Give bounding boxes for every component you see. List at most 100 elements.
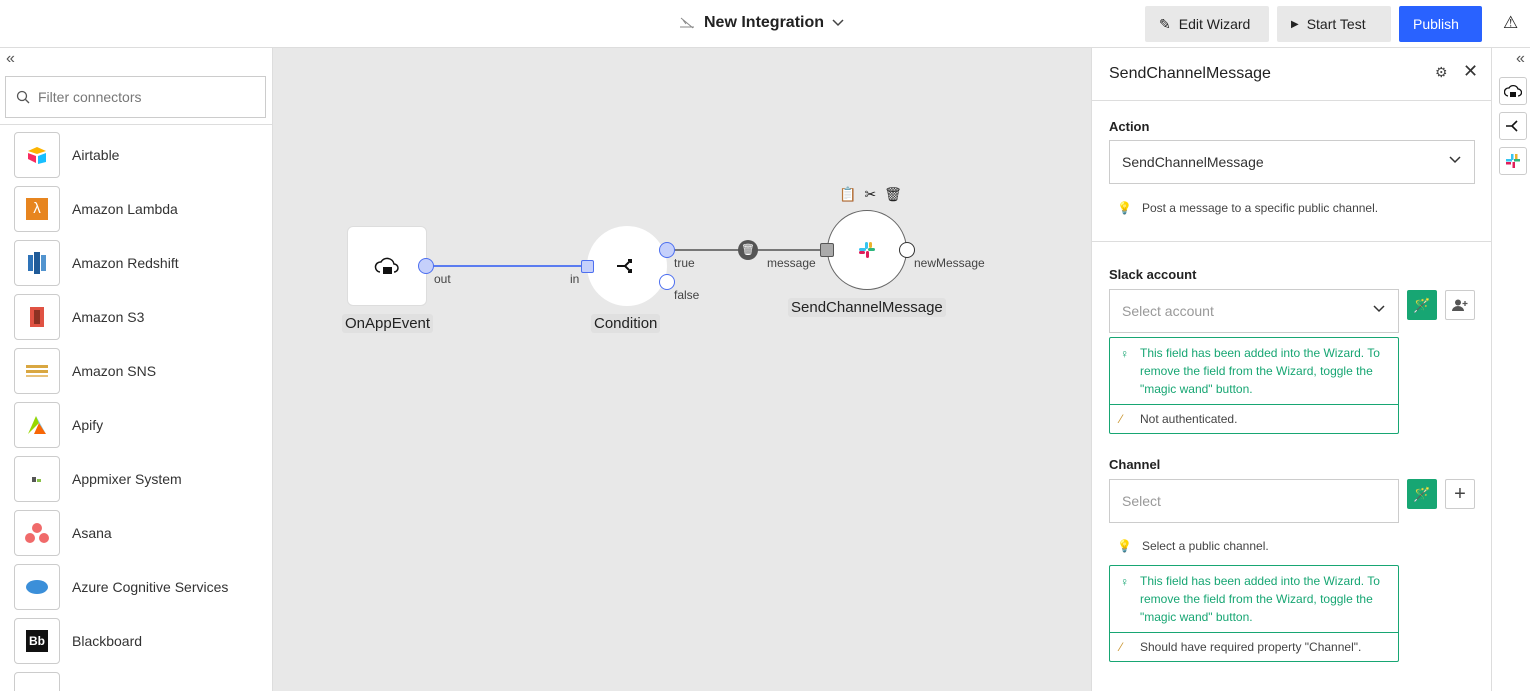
connections: [427, 249, 827, 267]
flow-canvas[interactable]: out OnAppEvent in true false Condition 🗑…: [273, 48, 1091, 691]
channel-hint: 💡 Select a public channel.: [1117, 539, 1269, 553]
port-false[interactable]: [659, 274, 675, 290]
magic-wand-icon: ⁄: [1120, 412, 1123, 426]
account-error-text: Not authenticated.: [1140, 412, 1238, 426]
collapse-sidebar-icon[interactable]: «: [6, 50, 15, 67]
slack-icon: [1506, 154, 1520, 168]
action-select[interactable]: SendChannelMessage: [1109, 140, 1475, 184]
warning-icon[interactable]: ⚠: [1503, 13, 1519, 32]
inspector-title: SendChannelMessage: [1109, 65, 1271, 82]
connector-azure-cognitive-services[interactable]: Azure Cognitive Services: [14, 564, 228, 610]
port-out[interactable]: [418, 258, 434, 274]
slack-account-select[interactable]: Select account: [1109, 289, 1399, 333]
inspector-panel: SendChannelMessage ⚙ ✕ Action SendChanne…: [1091, 48, 1492, 691]
branch-icon: [1506, 120, 1518, 132]
play-icon: ▶: [1291, 18, 1299, 30]
connector-partial[interactable]: [14, 672, 60, 691]
port-newmessage[interactable]: [899, 242, 915, 258]
connector-label: Amazon S3: [72, 309, 145, 325]
appmixer-icon: [14, 456, 60, 502]
lightbulb-icon: ♀: [1120, 575, 1129, 589]
port-in[interactable]: [581, 260, 594, 273]
rail-onappevent[interactable]: [1499, 77, 1527, 105]
lightbulb-icon: 💡: [1117, 539, 1132, 553]
channel-label: Channel: [1109, 457, 1161, 472]
publish-button[interactable]: Publish: [1399, 6, 1482, 42]
filter-connectors-input[interactable]: Filter connectors: [5, 76, 266, 118]
close-icon[interactable]: ✕: [1463, 61, 1479, 81]
cloud-mail-icon: [374, 257, 399, 274]
connector-label: Asana: [72, 525, 112, 541]
delete-link-icon[interactable]: 🗑: [738, 240, 758, 260]
filter-placeholder: Filter connectors: [38, 89, 142, 105]
magic-wand-icon: 🪄: [1413, 296, 1431, 313]
channel-select[interactable]: Select: [1109, 479, 1399, 523]
magic-wand-toggle-account[interactable]: 🪄: [1407, 290, 1437, 320]
divider: [1092, 100, 1492, 101]
port-label-out: out: [434, 272, 451, 286]
cloud-mail-icon: [1504, 84, 1522, 97]
connector-label: Amazon Lambda: [72, 201, 178, 217]
trash-icon[interactable]: 🗑: [884, 186, 902, 202]
add-account-button[interactable]: [1445, 290, 1475, 320]
rail-condition[interactable]: [1499, 112, 1527, 140]
action-hint-text: Post a message to a specific public chan…: [1141, 201, 1379, 215]
connector-amazon-s3[interactable]: Amazon S3: [14, 294, 144, 340]
search-icon: [16, 90, 30, 104]
right-rail: «: [1491, 48, 1530, 691]
lightbulb-icon: ♀: [1120, 347, 1129, 361]
magic-wand-toggle-channel[interactable]: 🪄: [1407, 479, 1437, 509]
connector-label: Airtable: [72, 147, 120, 163]
connector-label: Amazon Redshift: [72, 255, 179, 271]
connector-apify[interactable]: Apify: [14, 402, 103, 448]
node-label-sendchannelmessage: SendChannelMessage: [788, 298, 946, 317]
start-test-button[interactable]: ▶Start Test: [1277, 6, 1391, 42]
node-condition[interactable]: [587, 226, 667, 306]
lightbulb-icon: 💡: [1117, 201, 1132, 215]
node-label-condition: Condition: [591, 314, 661, 333]
port-message[interactable]: [820, 243, 834, 257]
port-true[interactable]: [659, 242, 675, 258]
chevron-down-icon: [1373, 305, 1385, 313]
node-toolbar: 📋 ✂ 🗑: [839, 186, 902, 203]
port-label-message: message: [767, 256, 816, 270]
chevron-down-icon: [832, 19, 844, 27]
aws-redshift-icon: [14, 240, 60, 286]
magic-wand-icon: 🪄: [1413, 485, 1431, 502]
connector-label: Apify: [72, 417, 104, 433]
node-onappevent[interactable]: [347, 226, 427, 306]
action-value: SendChannelMessage: [1122, 154, 1264, 170]
integration-name: New Integration: [704, 14, 825, 31]
cut-icon[interactable]: ✂: [864, 186, 877, 202]
wizard-note-text: This field has been added into the Wizar…: [1140, 574, 1380, 624]
connector-label: Amazon SNS: [72, 363, 157, 379]
add-channel-button[interactable]: +: [1445, 479, 1475, 509]
channel-hint-text: Select a public channel.: [1141, 539, 1269, 553]
settings-icon[interactable]: ⚙: [1435, 64, 1448, 80]
port-label-false: false: [674, 288, 700, 302]
connector-asana[interactable]: Asana: [14, 510, 112, 556]
connector-amazon-redshift[interactable]: Amazon Redshift: [14, 240, 179, 286]
asana-icon: [14, 510, 60, 556]
channel-error-text: Should have required property "Channel".: [1140, 640, 1362, 654]
edit-wizard-button[interactable]: ✎Edit Wizard: [1145, 6, 1269, 42]
connector-airtable[interactable]: Airtable: [14, 132, 119, 178]
branch-icon: [617, 259, 632, 273]
node-label-onappevent: OnAppEvent: [342, 314, 434, 333]
rail-slack[interactable]: [1499, 147, 1527, 175]
collapse-rail-icon[interactable]: «: [1516, 50, 1525, 67]
pencil-icon: ✎: [1159, 15, 1171, 32]
slack-account-label: Slack account: [1109, 267, 1197, 282]
connector-appmixer-system[interactable]: Appmixer System: [14, 456, 182, 502]
integration-title[interactable]: New Integration: [678, 14, 844, 32]
node-sendchannelmessage[interactable]: [827, 210, 907, 290]
clipboard-icon[interactable]: 📋: [839, 186, 857, 202]
chevron-down-icon: [1449, 156, 1461, 164]
connector-amazon-sns[interactable]: Amazon SNS: [14, 348, 156, 394]
flow-stopped-icon: [680, 17, 694, 29]
port-label-newmessage: newMessage: [914, 256, 985, 270]
add-user-icon: [1452, 299, 1468, 311]
